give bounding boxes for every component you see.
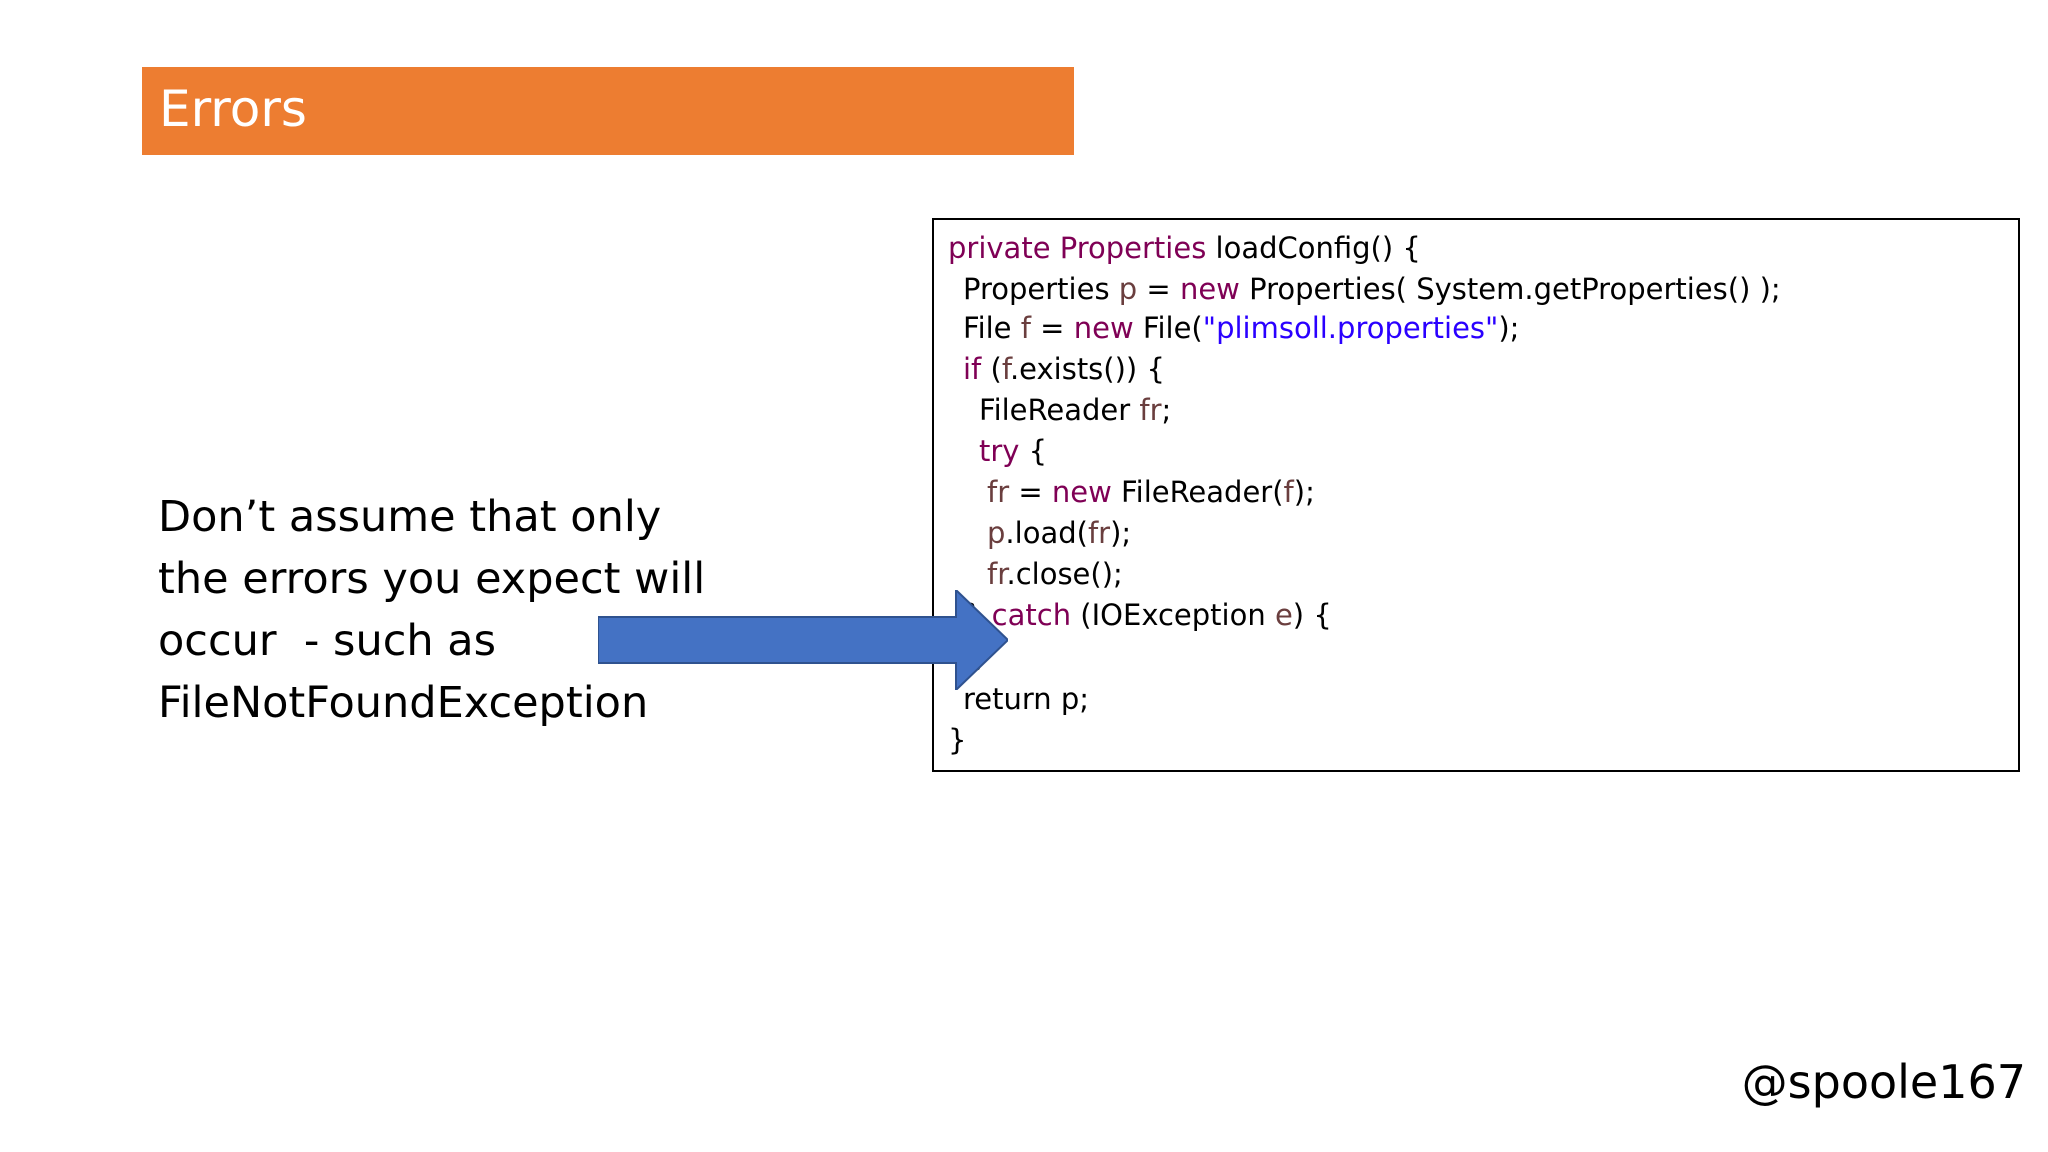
code-block: private Properties loadConfig() {Propert…	[932, 218, 2020, 772]
code-token: try	[979, 434, 1020, 468]
code-line: File f = new File("plimsoll.properties")…	[963, 308, 1519, 348]
code-token: =	[1137, 272, 1180, 306]
code-token: File	[963, 311, 1021, 345]
body-line: FileNotFoundException	[158, 678, 649, 728]
code-token: =	[1030, 311, 1074, 345]
code-line: fr.close();	[987, 554, 1123, 594]
code-token: f	[1283, 475, 1294, 509]
code-token: Properties( System.getProperties() );	[1239, 272, 1781, 306]
code-token: );	[1110, 516, 1132, 550]
code-token: p	[987, 516, 1006, 550]
code-token: "plimsoll.properties"	[1202, 311, 1499, 345]
code-token: e	[1274, 598, 1293, 632]
code-token: f	[1020, 311, 1031, 345]
code-token: fr	[1139, 393, 1162, 427]
code-token: if	[963, 352, 982, 386]
code-token: Properties	[963, 272, 1119, 306]
code-token: return p;	[963, 682, 1090, 716]
code-line: try {	[979, 431, 1047, 471]
code-line: }	[948, 720, 966, 760]
code-token: FileReader	[979, 393, 1140, 427]
body-line: occur - such as	[158, 616, 497, 666]
code-token: new	[1073, 311, 1134, 345]
code-line: private Properties loadConfig() {	[948, 228, 1421, 268]
code-token: loadConfig() {	[1215, 231, 1421, 265]
code-token: fr	[1087, 516, 1111, 550]
code-line: Properties p = new Properties( System.ge…	[963, 269, 1781, 309]
code-token: .load(	[1005, 516, 1088, 550]
right-arrow-icon	[598, 590, 1008, 690]
code-line: p.load(fr);	[987, 513, 1131, 553]
code-token: f	[1001, 352, 1010, 386]
code-token: );	[1293, 475, 1315, 509]
code-token: new	[1051, 475, 1112, 509]
code-token: (IOException	[1071, 598, 1275, 632]
body-line: Don’t assume that only	[158, 492, 662, 542]
code-token: fr	[987, 557, 1007, 591]
body-text: Don’t assume that only the errors you ex…	[158, 486, 718, 734]
code-token: catch	[991, 598, 1072, 632]
code-token: (	[981, 352, 1002, 386]
title-bar: Errors	[142, 67, 1074, 155]
code-token: File(	[1133, 311, 1203, 345]
code-line: if (f.exists()) {	[963, 349, 1165, 389]
code-line: } catch (IOException e) {	[964, 595, 1332, 635]
author-handle: @spoole167	[1741, 1055, 2026, 1109]
code-token: new	[1179, 272, 1240, 306]
code-token: .close();	[1006, 557, 1123, 591]
code-token: =	[1009, 475, 1052, 509]
code-token: .exists()) {	[1009, 352, 1165, 386]
code-token: ;	[1161, 393, 1172, 427]
code-line: fr = new FileReader(f);	[987, 472, 1315, 512]
code-token: private Properties	[948, 231, 1216, 265]
code-token: {	[1019, 434, 1048, 468]
code-token: p	[1118, 272, 1138, 306]
slide-title: Errors	[159, 80, 307, 138]
code-token: FileReader(	[1111, 475, 1284, 509]
code-token: );	[1498, 311, 1520, 345]
code-token: }	[948, 723, 967, 757]
code-token: fr	[987, 475, 1010, 509]
body-line: the errors you expect will	[158, 554, 706, 604]
code-line: FileReader fr;	[979, 390, 1171, 430]
code-token: ) {	[1292, 598, 1332, 632]
code-line: return p;	[963, 679, 1089, 719]
